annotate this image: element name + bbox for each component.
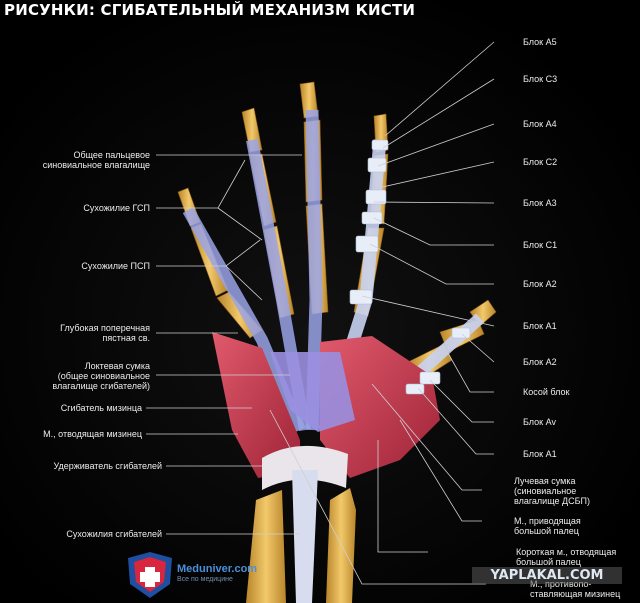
label-opponens-digiti-minimi: М., противопо-ставляющая мизинец: [530, 579, 621, 599]
logo-name: Meduniver.com: [177, 563, 258, 575]
label-fds-tendon: Сухожилие ГСП: [83, 203, 150, 213]
label-pulley-av: Блок Av: [523, 417, 556, 427]
label-pulley-c2: Блок С2: [523, 157, 558, 167]
label-pulley-a1: Блок А1: [523, 321, 557, 331]
label-pulley-c1: Блок С1: [523, 240, 558, 250]
label-thumb-pulley-a1: Блок А1: [523, 449, 557, 459]
page-title: РИСУНКИ: СГИБАТЕЛЬНЫЙ МЕХАНИЗМ КИСТИ: [4, 1, 416, 19]
label-fdp-tendon: Сухожилие ПСП: [81, 261, 150, 271]
leader-lines: [146, 41, 495, 585]
flexor-retinaculum: [262, 445, 348, 490]
medical-cross-shield-icon: [128, 552, 172, 598]
palm-muscles: [212, 332, 440, 478]
label-oblique-pulley: Косой блок: [523, 387, 570, 397]
watermark: YAPLAKAL.COM: [472, 567, 622, 584]
label-flexor-retinaculum: Удерживатель сгибателей: [53, 461, 162, 471]
label-pulley-c3: Блок С3: [523, 74, 558, 84]
label-thumb-pulley-a2: Блок А2: [523, 357, 557, 367]
label-abductor-digiti-minimi: М., отводящая мизинец: [43, 429, 142, 439]
label-pulley-a4: Блок А4: [523, 119, 557, 129]
logo-tagline: Все по медицине: [177, 576, 233, 583]
label-pulley-a2: Блок А2: [523, 279, 557, 289]
pulleys: [349, 139, 471, 395]
label-pulley-a5: Блок А5: [523, 37, 557, 47]
flexor-tendon-bundle: [292, 470, 318, 603]
label-pulley-a3: Блок А3: [523, 198, 557, 208]
label-flexor-tendons: Сухожилия сгибателей: [66, 529, 162, 539]
label-flexor-digiti-minimi: Сгибатель мизинца: [60, 403, 142, 413]
forearm-bones: [246, 488, 356, 603]
